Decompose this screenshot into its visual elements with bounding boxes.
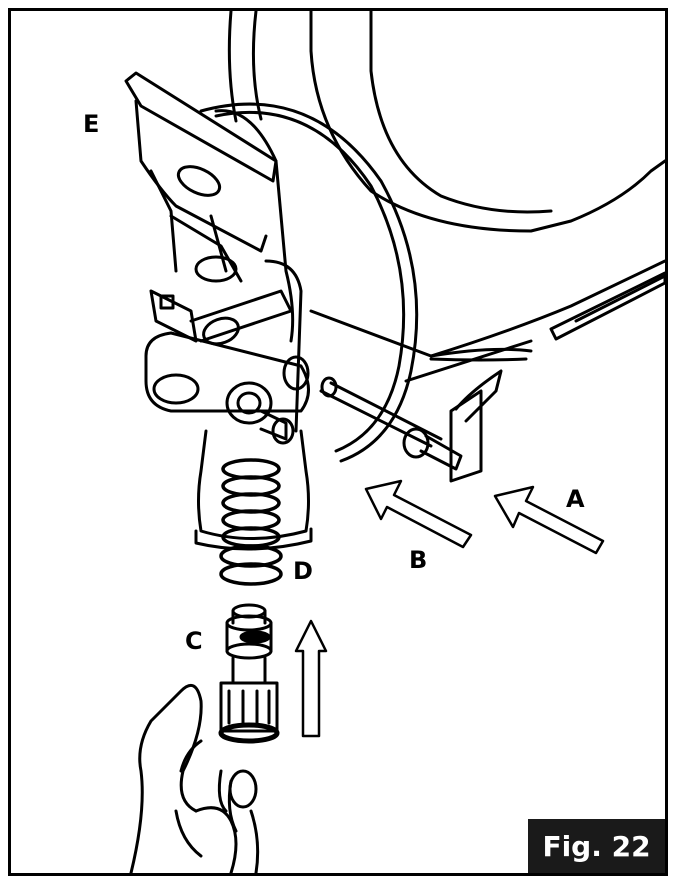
piston-part-c (218, 603, 280, 744)
freezing-cylinder-door (199, 102, 533, 463)
callout-a: A (566, 485, 585, 513)
spring-part-d (219, 458, 283, 586)
dispensing-valve (124, 71, 313, 551)
pivot-pin (319, 369, 503, 483)
machine-housing (227, 11, 665, 358)
arrow-b (364, 479, 473, 549)
hand-illustration (129, 683, 260, 873)
callout-b: B (409, 546, 428, 574)
callout-e: E (83, 110, 100, 138)
insert-direction-arrow (294, 619, 328, 738)
arrow-a (493, 485, 605, 555)
figure-label: Fig. 22 (528, 819, 665, 873)
callout-c: C (185, 627, 203, 655)
callout-d: D (293, 557, 313, 585)
figure-frame: E D C B A Fig. 22 (8, 8, 668, 876)
assembly-illustration (124, 11, 665, 873)
